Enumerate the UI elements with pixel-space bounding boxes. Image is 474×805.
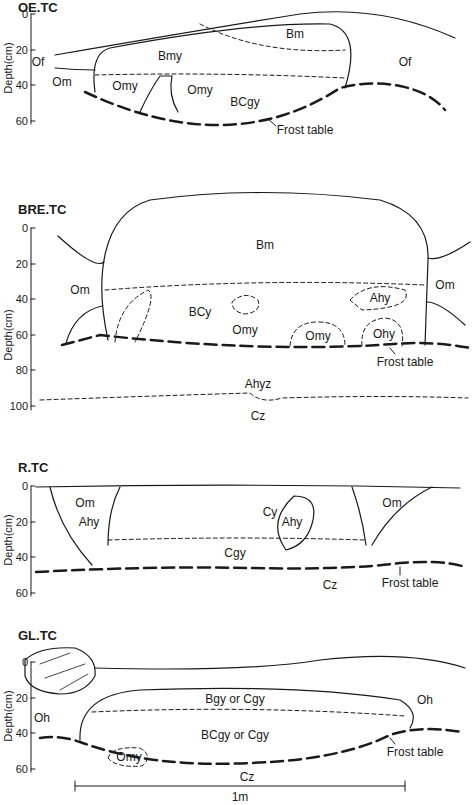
panel-title: GL.TC bbox=[18, 629, 57, 643]
tick-number: 40 bbox=[16, 726, 28, 740]
axis-title: Depth(cm) bbox=[1, 309, 15, 360]
horizon-label: Ohy bbox=[373, 327, 395, 341]
axis-title: Depth(cm) bbox=[1, 690, 15, 741]
tick-number: 60 bbox=[16, 586, 28, 600]
frost-table-label: Frost table bbox=[382, 576, 439, 590]
horizon-label: Ahyz bbox=[245, 377, 272, 391]
horizon-label: Om bbox=[75, 496, 94, 510]
horizon-label: Ahy bbox=[370, 291, 391, 305]
horizon-label: Cy bbox=[263, 505, 278, 519]
tick-number: 0 bbox=[22, 7, 28, 21]
tick-number: 60 bbox=[16, 762, 28, 776]
horizon-label: Omy bbox=[232, 323, 257, 337]
frost-table-label: Frost table bbox=[387, 745, 444, 759]
horizon-label: Oh bbox=[34, 711, 50, 725]
horizon-label: Cz bbox=[323, 578, 338, 592]
tick-number: 60 bbox=[16, 328, 28, 342]
tick-number: 0 bbox=[22, 479, 28, 493]
frost-table-label: Frost table bbox=[277, 123, 334, 137]
horizon-label: BCy bbox=[189, 305, 212, 319]
horizon-label: Of bbox=[399, 55, 412, 69]
horizon-label: Ahy bbox=[282, 515, 303, 529]
panel-title: BRE.TC bbox=[18, 203, 66, 217]
tick-number: 100 bbox=[10, 399, 28, 413]
horizon-label: Omy bbox=[112, 79, 137, 93]
tick-number: 40 bbox=[16, 292, 28, 306]
horizon-label: Om bbox=[435, 278, 454, 292]
axis-title: Depth(cm) bbox=[1, 42, 15, 93]
tick-number: 20 bbox=[16, 43, 28, 57]
horizon-label: Omy bbox=[305, 329, 330, 343]
horizon-label: Bmy bbox=[158, 49, 182, 63]
bre-tc-profile bbox=[40, 193, 470, 401]
tick-number: 20 bbox=[16, 257, 28, 271]
horizon-label: Bgy or Cgy bbox=[205, 692, 264, 706]
tick-number: 20 bbox=[16, 691, 28, 705]
horizon-label: Omy bbox=[187, 83, 212, 97]
horizon-label: BCgy bbox=[230, 95, 259, 109]
horizon-label: Om bbox=[70, 283, 89, 297]
tick-number: 80 bbox=[16, 363, 28, 377]
horizon-label: BCgy or Cgy bbox=[201, 728, 269, 742]
depth-axes bbox=[31, 14, 35, 772]
horizon-label: Bm bbox=[286, 27, 304, 41]
horizon-label: Ahy bbox=[79, 515, 100, 529]
horizon-label: Oh bbox=[417, 693, 433, 707]
horizon-label: Omy bbox=[116, 750, 141, 764]
tick-number: 40 bbox=[16, 78, 28, 92]
horizon-label: Bm bbox=[256, 238, 274, 252]
tick-number: 60 bbox=[16, 114, 28, 128]
tick-number: 40 bbox=[16, 550, 28, 564]
panel-title: R.TC bbox=[18, 461, 48, 475]
horizon-label: Om bbox=[382, 496, 401, 510]
tick-number: 20 bbox=[16, 515, 28, 529]
gl-tc-profile bbox=[25, 648, 465, 767]
scale-label: 1m bbox=[232, 790, 249, 804]
horizon-label: Cz bbox=[251, 409, 266, 423]
r-tc-profile bbox=[36, 485, 462, 575]
axis-title: Depth(cm) bbox=[1, 514, 15, 565]
horizon-label: Of bbox=[32, 55, 45, 69]
tick-number: 0 bbox=[22, 221, 28, 235]
horizon-label: Om bbox=[52, 75, 71, 89]
frost-table-label: Frost table bbox=[377, 355, 434, 369]
oe-tc-profile bbox=[55, 12, 455, 126]
tick-number: 0 bbox=[22, 655, 28, 669]
horizon-label: Cz bbox=[240, 770, 255, 784]
horizon-label: Cgy bbox=[224, 546, 245, 560]
